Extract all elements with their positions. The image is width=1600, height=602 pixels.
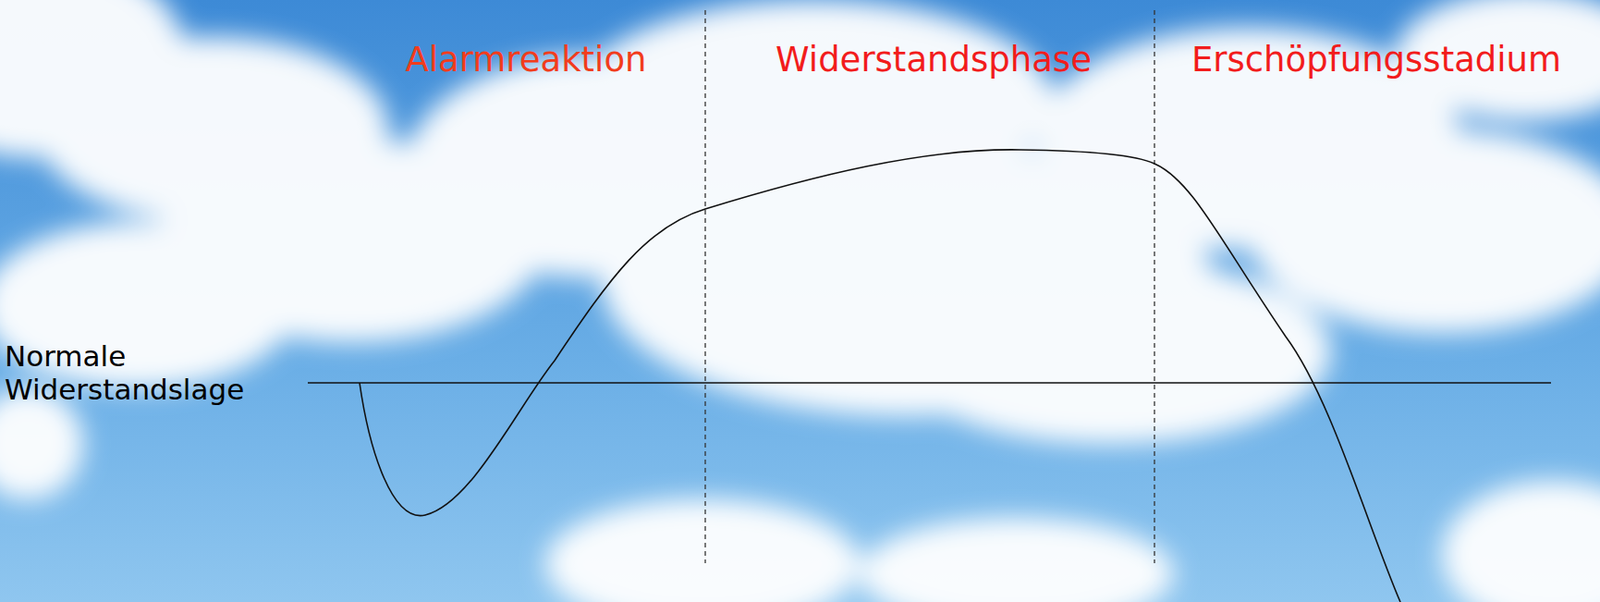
resistance-curve: [359, 149, 1401, 602]
baseline: [307, 381, 1552, 384]
phase-label: Erschöpfungsstadium: [1191, 40, 1562, 81]
phase-label: Widerstandsphase: [775, 40, 1092, 81]
phase-divider: [1153, 10, 1155, 563]
baseline-label: Normale Widerstandslage: [4, 340, 282, 406]
phase-divider: [704, 10, 706, 563]
phase-label: Alarmreaktion: [404, 40, 647, 81]
